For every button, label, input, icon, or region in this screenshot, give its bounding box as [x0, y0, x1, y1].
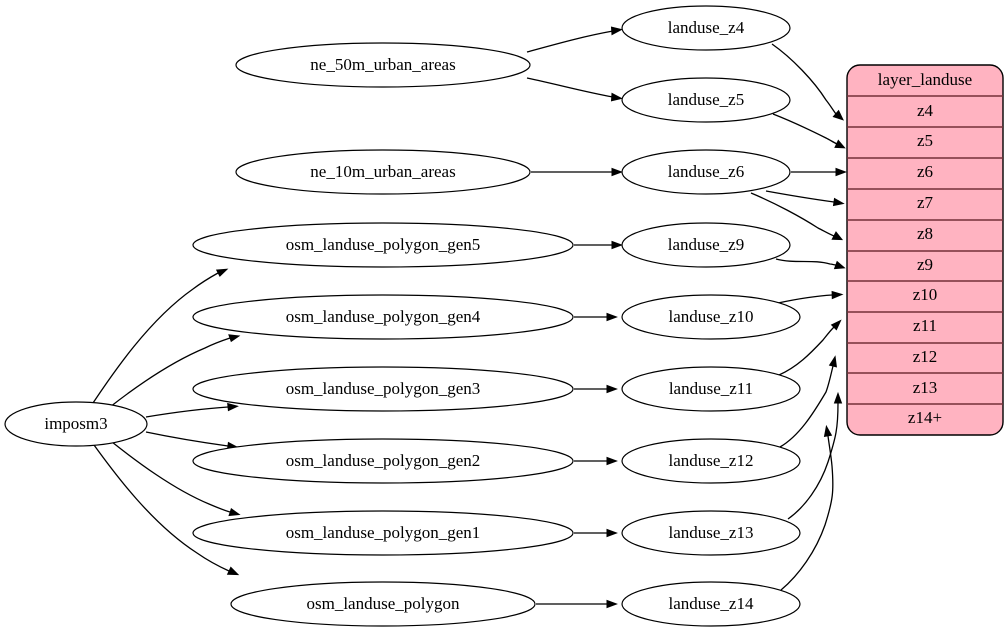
node-ne-50m-urban-areas-label: ne_50m_urban_areas [310, 55, 455, 74]
edge-landuse-z6-to-row-z6 [791, 167, 847, 177]
node-landuse-z12-label: landuse_z12 [669, 451, 754, 470]
node-osm-landuse-polygon-gen3-label: osm_landuse_polygon_gen3 [286, 379, 481, 398]
node-ne-10m-urban-areas[interactable]: ne_10m_urban_areas [235, 149, 531, 195]
node-osm-landuse-polygon-gen2-label: osm_landuse_polygon_gen2 [286, 451, 481, 470]
node-osm-landuse-polygon-label: osm_landuse_polygon [307, 594, 460, 613]
node-osm-landuse-polygon-gen4-label: osm_landuse_polygon_gen4 [286, 307, 481, 326]
edge-imposm3-to-gen1 [111, 441, 241, 517]
node-osm-landuse-polygon[interactable]: osm_landuse_polygon [230, 581, 536, 627]
node-landuse-z5-label: landuse_z5 [668, 90, 744, 109]
layer-table-header: layer_landuse [878, 70, 972, 89]
table-row-z9[interactable]: z9 [917, 255, 933, 274]
table-row-z7[interactable]: z7 [917, 193, 934, 212]
edge-imposm3-to-osm-landuse-polygon [93, 444, 240, 576]
edge-imposm3-to-gen5 [92, 268, 229, 404]
edge-landuse-z11-to-row-z11 [778, 319, 842, 376]
node-landuse-z13-label: landuse_z13 [669, 523, 754, 542]
node-landuse-z4-label: landuse_z4 [668, 18, 745, 37]
node-landuse-z10[interactable]: landuse_z10 [621, 294, 801, 340]
edge-gen1-to-landuse-z13 [574, 528, 618, 538]
table-row-z11[interactable]: z11 [913, 316, 937, 335]
table-row-z13[interactable]: z13 [913, 378, 938, 397]
edge-osm-landuse-polygon-to-landuse-z14 [536, 599, 618, 609]
table-row-z10[interactable]: z10 [913, 285, 938, 304]
node-landuse-z6-label: landuse_z6 [668, 162, 744, 181]
layer-landuse-table: layer_landuse z4 z5 z6 z7 z8 z9 z10 z11 … [846, 64, 1004, 436]
edge-landuse-z6-to-row-z8 [750, 192, 844, 241]
node-landuse-z14-label: landuse_z14 [669, 594, 754, 613]
node-landuse-z4[interactable]: landuse_z4 [621, 5, 791, 51]
node-osm-landuse-polygon-gen4[interactable]: osm_landuse_polygon_gen4 [192, 294, 574, 340]
edge-ne50m-to-landuse-z4 [526, 26, 623, 53]
nodes-layer: imposm3 ne_50m_urban_areas ne_10m_urban_… [4, 5, 801, 627]
edge-landuse-z14-to-row-z14plus [780, 424, 834, 591]
edge-ne50m-to-landuse-z5 [526, 77, 623, 102]
edge-imposm3-to-gen2 [145, 431, 239, 451]
node-landuse-z12[interactable]: landuse_z12 [621, 438, 801, 484]
edge-gen3-to-landuse-z11 [574, 384, 618, 394]
edge-gen2-to-landuse-z12 [574, 456, 618, 466]
node-landuse-z6[interactable]: landuse_z6 [621, 149, 791, 195]
node-ne-10m-urban-areas-label: ne_10m_urban_areas [310, 162, 455, 181]
node-osm-landuse-polygon-gen5[interactable]: osm_landuse_polygon_gen5 [192, 222, 574, 268]
edge-landuse-z4-to-row-z4 [771, 43, 844, 121]
table-row-z4[interactable]: z4 [917, 101, 934, 120]
edges-layer [92, 26, 847, 609]
node-landuse-z10-label: landuse_z10 [669, 307, 754, 326]
edge-landuse-z5-to-row-z5 [772, 113, 846, 149]
edge-landuse-z12-to-row-z12 [779, 355, 837, 448]
node-osm-landuse-polygon-gen1[interactable]: osm_landuse_polygon_gen1 [192, 510, 574, 556]
node-osm-landuse-polygon-gen2[interactable]: osm_landuse_polygon_gen2 [192, 438, 574, 484]
node-landuse-z11-label: landuse_z11 [669, 379, 753, 398]
node-landuse-z11[interactable]: landuse_z11 [621, 366, 801, 412]
edge-ne10m-to-landuse-z6 [531, 167, 623, 177]
node-landuse-z13[interactable]: landuse_z13 [621, 510, 801, 556]
edge-gen4-to-landuse-z10 [574, 312, 618, 322]
edge-imposm3-to-gen3 [145, 402, 239, 418]
table-row-z5[interactable]: z5 [917, 131, 933, 150]
node-osm-landuse-polygon-gen3[interactable]: osm_landuse_polygon_gen3 [192, 366, 574, 412]
edge-imposm3-to-gen4 [109, 334, 241, 408]
table-row-z14plus[interactable]: z14+ [908, 408, 942, 427]
table-row-z12[interactable]: z12 [913, 347, 938, 366]
edge-landuse-z13-to-row-z13 [787, 391, 843, 520]
edge-landuse-z9-to-row-z9 [775, 258, 846, 270]
node-imposm3-label: imposm3 [44, 414, 107, 433]
node-ne-50m-urban-areas[interactable]: ne_50m_urban_areas [235, 42, 531, 88]
edge-gen5-to-landuse-z9 [574, 240, 623, 250]
node-landuse-z9[interactable]: landuse_z9 [621, 222, 791, 268]
node-osm-landuse-polygon-gen5-label: osm_landuse_polygon_gen5 [286, 235, 481, 254]
node-imposm3[interactable]: imposm3 [4, 401, 148, 447]
node-osm-landuse-polygon-gen1-label: osm_landuse_polygon_gen1 [286, 523, 481, 542]
edge-landuse-z10-to-row-z10 [777, 290, 844, 304]
node-landuse-z14[interactable]: landuse_z14 [621, 581, 801, 627]
table-row-z6[interactable]: z6 [917, 162, 933, 181]
table-row-z8[interactable]: z8 [917, 224, 933, 243]
edge-landuse-z6-to-row-z7 [765, 190, 845, 207]
node-landuse-z5[interactable]: landuse_z5 [621, 77, 791, 123]
node-landuse-z9-label: landuse_z9 [668, 235, 744, 254]
